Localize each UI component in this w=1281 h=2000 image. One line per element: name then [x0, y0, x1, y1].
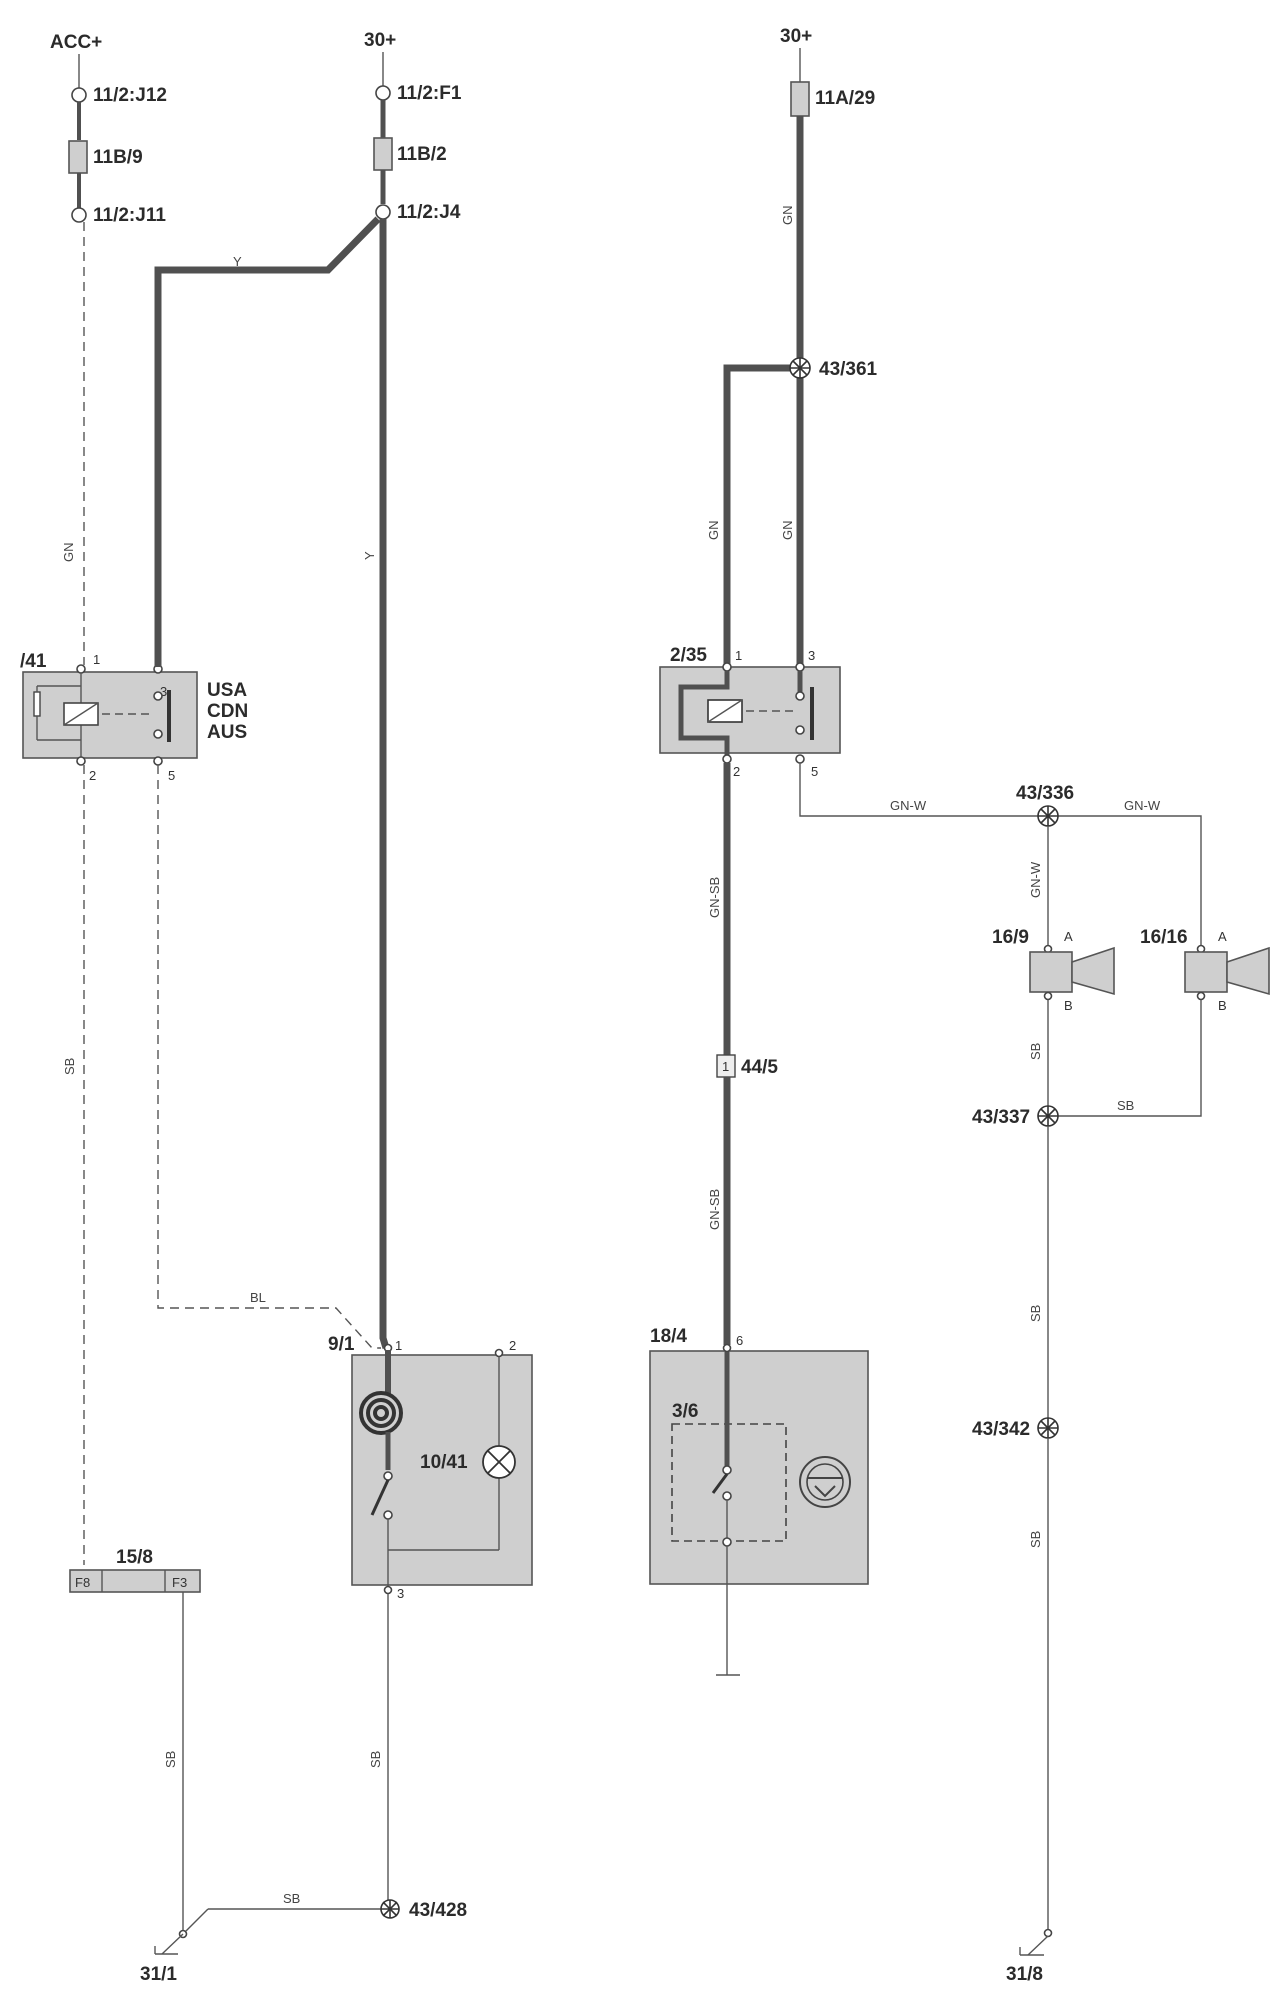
component-9-1-pin2: 2 [509, 1338, 516, 1353]
splice-43-336: 43/336 [1016, 783, 1074, 827]
horn-16-16: 16/16 A B [1140, 927, 1270, 1013]
relay-right: 2/35 1 3 2 5 [659, 645, 841, 779]
splice-43-337: 43/337 [972, 1105, 1059, 1128]
acc-supply-label: ACC+ [50, 32, 102, 53]
market-aus: AUS [207, 722, 247, 743]
wire-label-gn-top: GN [780, 206, 795, 226]
junction-j11-label: 11/2:J11 [93, 205, 166, 226]
horn-16-16-pin-a: A [1218, 929, 1227, 944]
lamp-icon [482, 1445, 516, 1479]
component-3-6-label: 3/6 [672, 1401, 698, 1422]
market-cdn: CDN [207, 701, 248, 722]
ground-31-1-label: 31/1 [140, 1964, 177, 1985]
horn-16-16-label: 16/16 [1140, 927, 1188, 948]
splice-43-337-label: 43/337 [972, 1107, 1030, 1128]
ground-31-1: 31/1 [140, 1908, 390, 1985]
splice-43-428: 43/428 [380, 1899, 467, 1921]
wire-label-sb-left: SB [62, 1058, 77, 1075]
connector-pin-f8: F8 [75, 1575, 90, 1590]
splice-43-361-label: 43/361 [819, 359, 878, 380]
connector-pin-f3: F3 [172, 1575, 187, 1590]
junction-f1-label: 11/2:F1 [397, 83, 462, 104]
wire-label-sb-mid: SB [368, 1751, 383, 1768]
horn-icon [1226, 946, 1270, 996]
relay-right-pin2: 2 [733, 764, 740, 779]
battery-feed-mid: 30+ 11/2:F1 11B/2 11/2:J4 [364, 30, 462, 223]
junction-j4-label: 11/2:J4 [397, 202, 461, 223]
component-9-1-pin1: 1 [395, 1338, 402, 1353]
wire-label-gn-sb-b: GN-SB [707, 1189, 722, 1230]
splice-43-361: 43/361 [789, 357, 878, 380]
splice-43-342: 43/342 [972, 1417, 1059, 1440]
wire-label-sb-horn-a: SB [1028, 1043, 1043, 1060]
fuse-11a29-label: 11A/29 [815, 88, 875, 109]
market-usa: USA [207, 680, 247, 701]
component-9-1: 9/1 1 2 10/41 3 [328, 1334, 533, 1601]
relay-right-pin1: 1 [735, 648, 742, 663]
fuse-11b9-label: 11B/9 [93, 147, 143, 168]
component-18-4-body [649, 1350, 869, 1585]
wire-label-gn-b: GN [780, 521, 795, 541]
wire-label-gn-w-b: GN-W [1124, 798, 1161, 813]
fuse-11b2-label: 11B/2 [397, 144, 447, 165]
connector-44-5-label: 44/5 [741, 1057, 778, 1078]
ground-31-8-label: 31/8 [1006, 1964, 1043, 1985]
wire-label-bl: BL [250, 1290, 266, 1305]
component-18-4-label: 18/4 [650, 1326, 687, 1347]
junction-j12-terminal [71, 87, 87, 103]
horn-16-9-pin-a: A [1064, 929, 1073, 944]
component-9-1-label: 9/1 [328, 1334, 355, 1355]
wire-label-sb-ground: SB [283, 1891, 300, 1906]
connector-15-8: 15/8 F8 F3 [69, 1547, 201, 1593]
component-18-4-pin6: 6 [736, 1333, 743, 1348]
wire-label-sb-15-8: SB [163, 1751, 178, 1768]
splice-43-342-label: 43/342 [972, 1419, 1030, 1440]
b30-supply-label-a: 30+ [364, 30, 396, 51]
wire-label-gn-left: GN [61, 543, 76, 563]
component-10-41-label: 10/41 [420, 1452, 468, 1473]
wire-label-gn-a: GN [706, 521, 721, 541]
horn-16-9-label: 16/9 [992, 927, 1029, 948]
component-18-4: 18/4 6 3/6 [649, 1326, 869, 1585]
wire-label-y-top: Y [233, 254, 242, 269]
steering-wheel-icon [799, 1456, 851, 1508]
wire-label-gn-w-a: GN-W [890, 798, 927, 813]
component-9-1-pin3: 3 [397, 1586, 404, 1601]
horn-16-9: 16/9 A B [992, 927, 1115, 1013]
wire-label-y-main: Y [362, 551, 377, 560]
wire-label-sb-right-a: SB [1028, 1305, 1043, 1322]
fuse-11b2 [373, 137, 393, 171]
relay-left-pin5: 5 [168, 768, 175, 783]
connector-15-8-label: 15/8 [116, 1547, 153, 1568]
junction-j11-terminal [71, 207, 87, 223]
relay-left-pin3: 3 [160, 684, 167, 699]
battery-feed-right: 30+ 11A/29 GN GN GN [706, 26, 875, 668]
relay-left: /41 1 3 2 5 USA CDN AUS [20, 651, 248, 783]
wire-label-sb-right-b: SB [1028, 1531, 1043, 1548]
relay-right-id: 2/35 [670, 645, 707, 666]
wire-label-gn-sb-a: GN-SB [707, 877, 722, 918]
fuse-11a29 [790, 81, 810, 117]
junction-j12-label: 11/2:J12 [93, 85, 167, 106]
ground-31-8: 31/8 [1006, 1928, 1053, 1985]
connector-44-5-pin: 1 [722, 1059, 729, 1074]
splice-43-336-label: 43/336 [1016, 783, 1074, 804]
b30-supply-label-b: 30+ [780, 26, 812, 47]
splice-43-428-label: 43/428 [409, 1900, 467, 1921]
fuse-11b9 [68, 140, 88, 174]
connector-44-5: 1 44/5 [716, 1054, 778, 1078]
acc-feed: ACC+ 11/2:J12 11B/9 11/2:J11 GN [50, 32, 167, 665]
relay-left-id: /41 [20, 651, 47, 672]
relay-left-pin1: 1 [93, 652, 100, 667]
wire-label-sb-horn-b: SB [1117, 1098, 1134, 1113]
wire-label-gn-w-c: GN-W [1028, 861, 1043, 898]
horn-icon [1071, 946, 1115, 996]
horn-16-9-pin-b: B [1064, 998, 1073, 1013]
horn-16-16-pin-b: B [1218, 998, 1227, 1013]
spiral-coil-icon [359, 1391, 403, 1435]
relay-right-pin3: 3 [808, 648, 815, 663]
relay-right-pin5: 5 [811, 764, 818, 779]
relay-left-pin2: 2 [89, 768, 96, 783]
